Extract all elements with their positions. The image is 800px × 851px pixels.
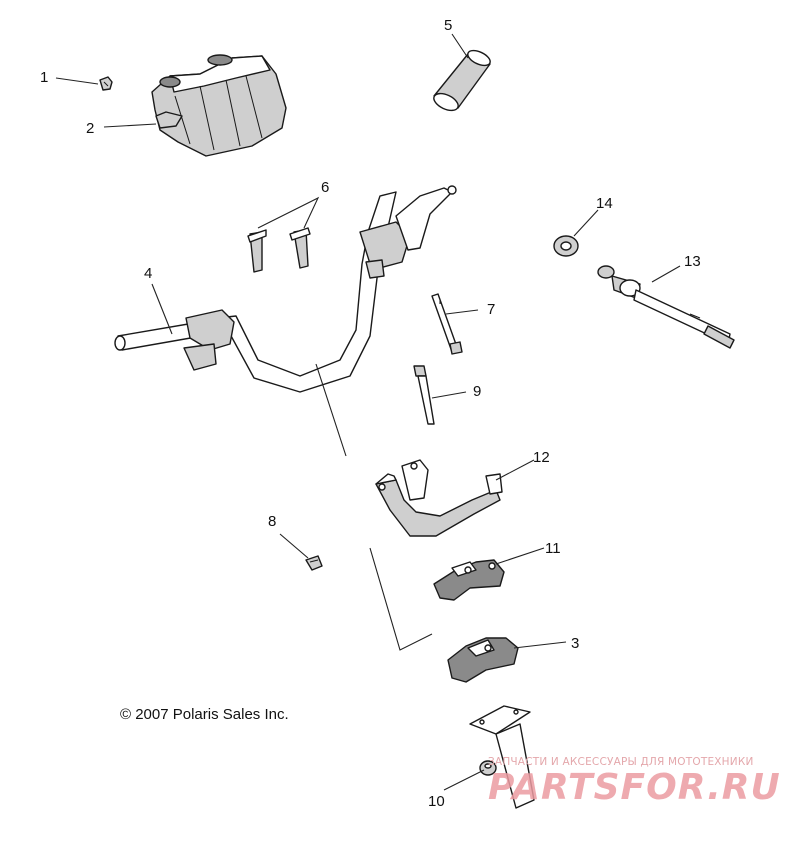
leader-6 <box>257 196 320 229</box>
callout-5: 5 <box>444 17 452 34</box>
leader-11 <box>495 547 545 565</box>
part-1-screw <box>99 76 113 91</box>
leader-7 <box>445 309 479 315</box>
callout-4: 4 <box>144 265 152 282</box>
watermark-tagline: ЗАПЧАСТИ И АКСЕССУАРЫ ДЛЯ МОТОТЕХНИКИ <box>488 756 754 768</box>
callout-10: 10 <box>428 793 445 810</box>
part-8-small-bolt <box>305 555 323 571</box>
assembly-line-clamp <box>369 547 433 651</box>
callout-7: 7 <box>487 301 495 318</box>
callout-8: 8 <box>268 513 276 530</box>
leader-8 <box>279 533 309 559</box>
leader-13 <box>651 265 681 283</box>
callout-12: 12 <box>533 449 550 466</box>
leader-5 <box>451 33 469 59</box>
callout-11: 11 <box>545 540 561 557</box>
callout-6: 6 <box>321 179 329 196</box>
leader-12 <box>495 459 535 481</box>
callout-2: 2 <box>86 120 94 137</box>
part-2-handlebar-cover <box>151 54 287 157</box>
watermark-brand: PARTSFOR.RU <box>488 767 781 808</box>
leader-10 <box>443 769 485 791</box>
callout-9: 9 <box>473 383 481 400</box>
callout-3: 3 <box>571 635 579 652</box>
part-3-lower-clamp <box>447 637 519 683</box>
part-11-upper-clamp <box>433 559 505 601</box>
leader-3 <box>513 641 567 649</box>
part-7-long-bolt <box>431 293 463 355</box>
callout-14: 14 <box>596 195 613 212</box>
leader-2 <box>103 123 157 128</box>
part-12-mount-bracket <box>375 459 503 537</box>
assembly-line-handlebar <box>315 363 347 457</box>
leader-9 <box>431 391 467 399</box>
part-14-nut <box>553 235 579 257</box>
leader-4 <box>151 283 173 335</box>
watermark: ЗАПЧАСТИ И АКСЕССУАРЫ ДЛЯ МОТОТЕХНИКИ PA… <box>488 756 788 808</box>
part-6-brackets <box>247 227 311 273</box>
callout-1: 1 <box>40 69 48 86</box>
part-10-nut <box>479 760 497 776</box>
leader-1 <box>55 77 99 85</box>
copyright-notice: © 2007 Polaris Sales Inc. <box>120 706 289 723</box>
part-13-cable-adjuster <box>597 265 735 349</box>
steering-post <box>469 705 535 809</box>
part-5-grip <box>433 49 491 112</box>
leader-14 <box>573 209 599 237</box>
part-9-bolt <box>413 365 435 425</box>
part-4-handlebar <box>114 185 457 393</box>
callout-13: 13 <box>684 253 701 270</box>
